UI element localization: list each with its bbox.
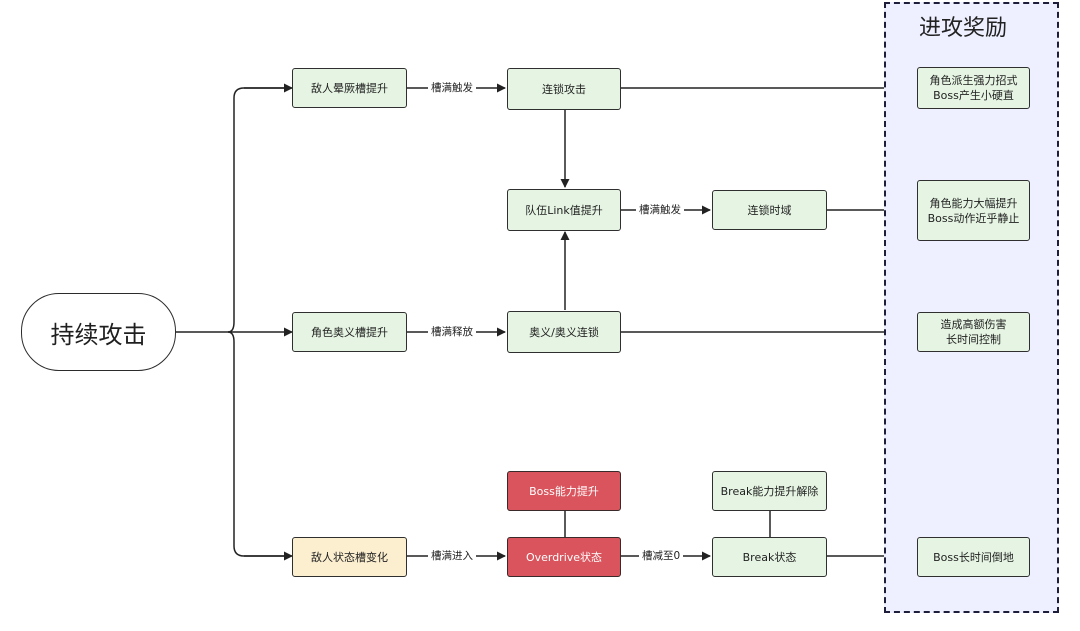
reward-item-2-line-1: 角色能力大幅提升 [929, 196, 1018, 210]
node-overdrive: Overdrive状态 [507, 537, 621, 577]
edge-label-reduce-to-zero: 槽减至0 [639, 549, 684, 563]
reward-item-1-line-2: Boss产生小硬直 [933, 89, 1014, 102]
node-enemy-state-gauge: 敌人状态槽变化 [292, 537, 407, 577]
edge-label-full-enter: 槽满进入 [428, 549, 476, 563]
brace-bottom [227, 331, 290, 557]
node-ultimate-chain: 奥义/奥义连锁 [507, 311, 621, 353]
edge-label-full-trigger-2: 槽满触发 [636, 203, 684, 217]
node-chain-attack: 连锁攻击 [507, 68, 621, 110]
reward-item-2-line-2: Boss动作近乎静止 [927, 211, 1020, 225]
reward-panel-title: 进攻奖励 [919, 16, 1008, 41]
node-chain-domain: 连锁时域 [712, 190, 827, 230]
node-ultimate-gauge: 角色奥义槽提升 [292, 312, 407, 352]
node-stagger-gauge: 敌人晕厥槽提升 [292, 68, 407, 108]
edge-label-full-release: 槽满释放 [428, 325, 476, 339]
root-node: 持续攻击 [21, 293, 176, 371]
node-team-link: 队伍Link值提升 [507, 189, 621, 231]
reward-item-3-line-2: 长时间控制 [946, 333, 1001, 346]
node-break-release: Break能力提升解除 [712, 471, 827, 511]
reward-item-3-line-1: 造成高额伤害 [940, 318, 1007, 331]
edge-label-full-trigger-1: 槽满触发 [428, 81, 476, 95]
reward-item-1-line-1: 角色派生强力招式 [929, 74, 1018, 87]
reward-item-4: Boss长时间倒地 [917, 537, 1030, 577]
brace-top [227, 87, 290, 333]
reward-item-2: 角色能力大幅提升 Boss动作近乎静止 [917, 180, 1030, 241]
node-break-state: Break状态 [712, 537, 827, 577]
node-boss-power-up: Boss能力提升 [507, 471, 621, 511]
reward-item-1: 角色派生强力招式 Boss产生小硬直 [917, 67, 1030, 109]
reward-item-3: 造成高额伤害 长时间控制 [917, 312, 1030, 352]
